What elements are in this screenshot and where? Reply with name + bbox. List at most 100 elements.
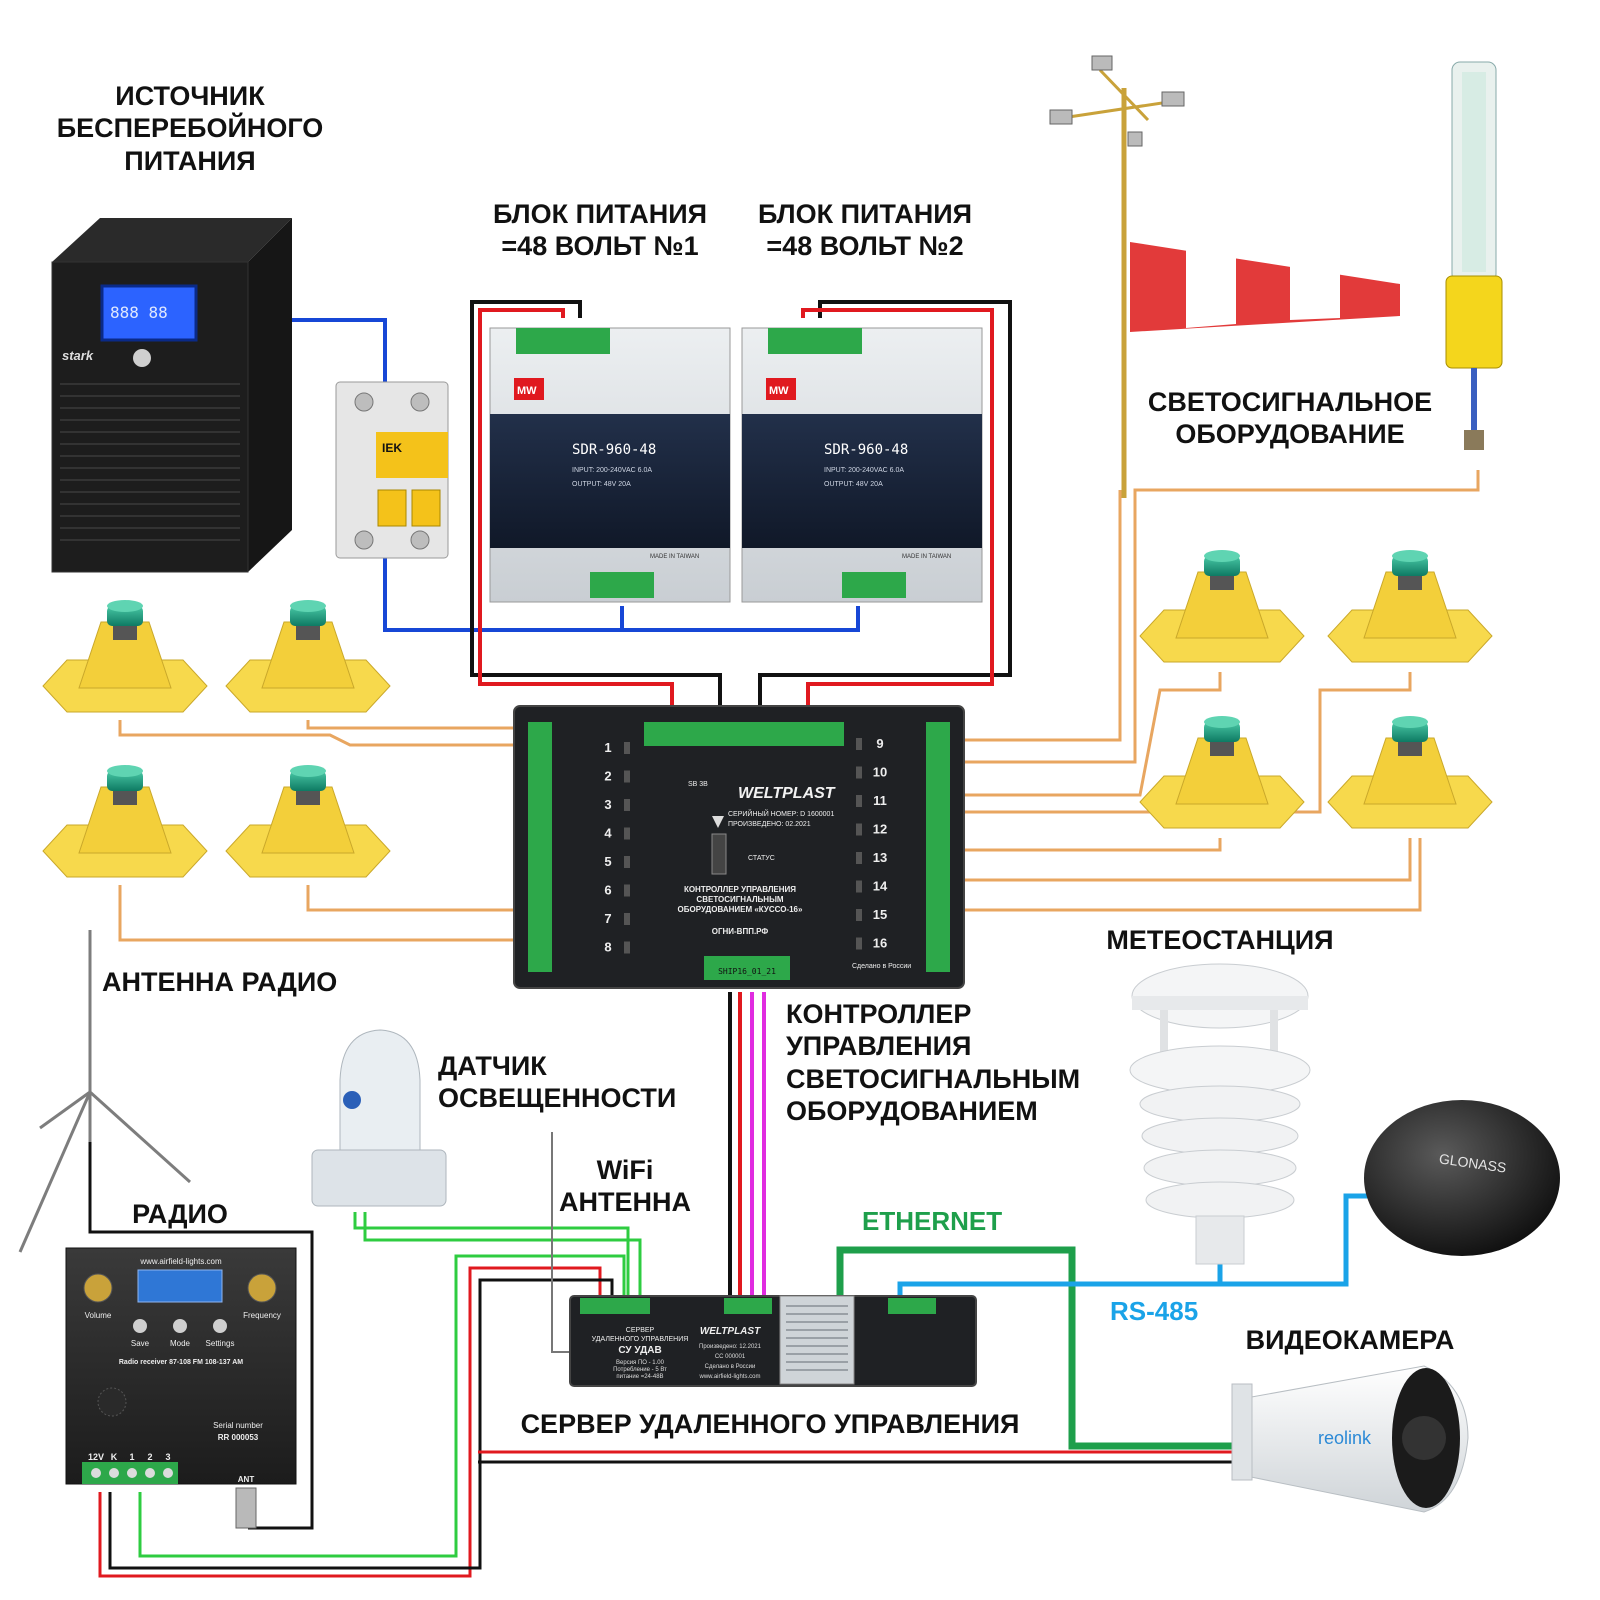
radio-terminal-label: 1 — [129, 1452, 134, 1462]
controller-brand: WELTPLAST — [738, 785, 836, 802]
windsock — [1049, 55, 1400, 498]
channel-led — [624, 941, 630, 954]
signal-light — [1327, 716, 1493, 829]
controller-board: SHIP16_01_21 — [718, 967, 776, 976]
channel-led — [856, 738, 862, 750]
channel-number: 12 — [873, 822, 887, 837]
channel-led — [624, 742, 630, 754]
radio-antenna — [18, 930, 192, 1253]
psu1-model: SDR-960-48 — [572, 442, 656, 458]
weather-station — [1129, 963, 1311, 1265]
radio-wires — [88, 1142, 1240, 1578]
channel-number: 6 — [604, 883, 611, 898]
sensor-wires — [353, 1212, 642, 1298]
server-serial: СС 000001 — [715, 1354, 746, 1360]
controller-server-bus — [728, 992, 766, 1298]
channel-number: 14 — [873, 879, 888, 894]
psu1-made: MADE IN TAIWAN — [650, 554, 699, 560]
signal-light — [42, 765, 208, 878]
channel-number: 15 — [873, 907, 887, 922]
channel-number: 16 — [873, 936, 887, 951]
channel-led — [624, 856, 630, 868]
rs485-wire — [897, 1193, 1370, 1300]
radio-terminal-label: 12V — [88, 1452, 104, 1462]
radio-terminal-label: K — [111, 1452, 118, 1462]
channel-number: 11 — [873, 793, 887, 808]
signal-light — [225, 600, 391, 713]
breaker-brand: IEK — [382, 441, 402, 455]
ethernet-label: ETHERNET — [862, 1206, 1003, 1236]
psu1-input: INPUT: 200-240VAC 6.0A — [572, 467, 652, 474]
radio-receiver: www.airfield-lights.com Volume Frequency… — [65, 1247, 297, 1529]
channel-number: 9 — [876, 736, 883, 751]
controller-made: Сделано в России — [852, 963, 911, 970]
radio-antenna-label: АНТЕННА РАДИО — [102, 967, 338, 997]
power-supply-2: MW SDR-960-48 INPUT: 200-240VAC 6.0A OUT… — [741, 327, 983, 603]
weather-station-label: МЕТЕОСТАНЦИЯ — [1106, 925, 1334, 955]
circuit-breaker: IEK — [335, 381, 449, 559]
psu2-input: INPUT: 200-240VAC 6.0A — [824, 467, 904, 474]
server-label: СЕРВЕР УДАЛЕННОГО УПРАВЛЕНИЯ — [520, 1409, 1020, 1439]
psu2-label: БЛОК ПИТАНИЯ=48 ВОЛЬТ №2 — [757, 199, 973, 262]
radio-frequency-label: Frequency — [243, 1311, 281, 1320]
channel-number: 8 — [604, 940, 611, 955]
channel-led — [856, 766, 862, 779]
radio-label: РАДИО — [132, 1199, 228, 1229]
radio-volume-label: Volume — [85, 1311, 112, 1320]
channel-led — [856, 909, 862, 921]
radio-button-labels: Save Mode Settings — [131, 1339, 235, 1348]
radio-model: Radio receiver 87-108 FM 108-137 AM — [119, 1359, 243, 1366]
radio-terminal-screw — [127, 1468, 137, 1478]
psu2-output: OUTPUT: 48V 20A — [824, 481, 883, 488]
controller-date: ПРОИЗВЕДЕНО: 02.2021 — [728, 821, 811, 828]
radio-button-label: Settings — [206, 1339, 235, 1348]
channel-led — [856, 880, 862, 893]
channel-number: 13 — [873, 850, 887, 865]
channel-number: 5 — [604, 854, 611, 869]
signal-light — [225, 765, 391, 878]
radio-ant-label: ANT — [238, 1475, 255, 1484]
signal-light — [42, 600, 208, 713]
controller-status: СТАТУС — [748, 855, 775, 862]
psu1-brand: MW — [517, 385, 537, 397]
radio-terminal-screw — [145, 1468, 155, 1478]
light-fixtures — [42, 550, 1493, 878]
server-made: Сделано в России — [705, 1364, 756, 1370]
dc-power-wires — [470, 300, 1012, 706]
radio-terminal-label: 3 — [165, 1452, 170, 1462]
channel-led — [624, 827, 630, 840]
light-sensor — [311, 1029, 447, 1207]
signal-light — [1327, 550, 1493, 663]
psu1-output: OUTPUT: 48V 20A — [572, 481, 631, 488]
channel-number: 4 — [604, 826, 612, 841]
channel-led — [856, 823, 862, 836]
glonass-antenna: GLONASS — [1364, 1100, 1560, 1256]
channel-led — [856, 795, 862, 807]
channel-number: 3 — [604, 797, 611, 812]
channel-number: 10 — [873, 765, 887, 780]
channel-number: 1 — [604, 740, 611, 755]
power-supply-1: MW SDR-960-48 INPUT: 200-240VAC 6.0A OUT… — [489, 327, 731, 603]
svg-text:888 88: 888 88 — [110, 303, 168, 322]
controller-serial: СЕРИЙНЫЙ НОМЕР: D 1600001 — [728, 809, 834, 818]
rs485-label: RS-485 — [1110, 1296, 1199, 1326]
radio-terminal-screw — [109, 1468, 119, 1478]
channel-led — [856, 937, 862, 950]
radio-button-label: Save — [131, 1339, 150, 1348]
radio-serial: RR 000053 — [218, 1433, 259, 1442]
obstruction-mast-light — [1445, 61, 1503, 450]
ac-power-wires — [282, 318, 860, 632]
psu2-made: MADE IN TAIWAN — [902, 554, 951, 560]
radio-button-label: Mode — [170, 1339, 191, 1348]
ethernet-wire — [836, 1246, 1236, 1450]
controller-sb: SB 3B — [688, 781, 708, 788]
